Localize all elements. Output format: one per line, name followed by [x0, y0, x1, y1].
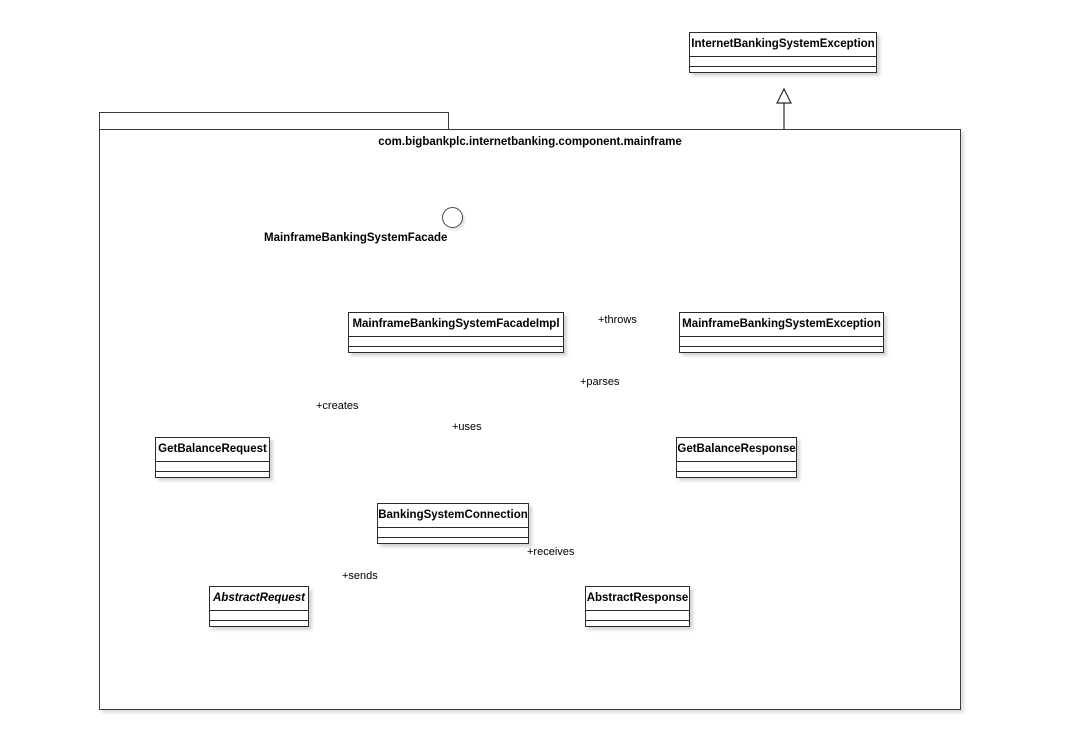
class-box-abstract-response[interactable]: AbstractResponse [585, 586, 690, 627]
class-operations-compartment [677, 472, 796, 481]
class-attributes-compartment [378, 528, 528, 538]
class-box-get-balance-request[interactable]: GetBalanceRequest [155, 437, 270, 478]
class-operations-compartment [690, 67, 876, 76]
class-box-mainframe-banking-system-exception[interactable]: MainframeBankingSystemException [679, 312, 884, 353]
class-attributes-compartment [156, 462, 269, 472]
class-name-get-balance-request: GetBalanceRequest [156, 438, 269, 462]
edge-label-uses: +uses [452, 421, 482, 433]
class-name-get-balance-response: GetBalanceResponse [677, 438, 796, 462]
class-attributes-compartment [349, 337, 563, 347]
edge-label-creates: +creates [316, 400, 359, 412]
class-attributes-compartment [690, 57, 876, 67]
edge-label-receives: +receives [527, 546, 575, 558]
class-attributes-compartment [210, 611, 308, 621]
edge-label-throws: +throws [598, 314, 637, 326]
package-label: com.bigbankplc.internetbanking.component… [378, 136, 682, 148]
class-attributes-compartment [586, 611, 689, 621]
class-name-mainframe-banking-system-facade-impl: MainframeBankingSystemFacadeImpl [349, 313, 563, 337]
class-box-banking-system-connection[interactable]: BankingSystemConnection [377, 503, 529, 544]
class-operations-compartment [378, 538, 528, 547]
class-operations-compartment [586, 621, 689, 630]
class-operations-compartment [156, 472, 269, 481]
class-box-abstract-request[interactable]: AbstractRequest [209, 586, 309, 627]
interface-label-mainframe-banking-system-facade: MainframeBankingSystemFacade [264, 232, 448, 244]
edge-label-sends: +sends [342, 570, 378, 582]
class-name-abstract-response: AbstractResponse [586, 587, 689, 611]
class-operations-compartment [210, 621, 308, 630]
interface-lollipop-mainframe-banking-system-facade[interactable] [442, 207, 463, 228]
class-box-internet-banking-system-exception[interactable]: InternetBankingSystemException [689, 32, 877, 73]
class-attributes-compartment [680, 337, 883, 347]
class-name-internet-banking-system-exception: InternetBankingSystemException [690, 33, 876, 57]
class-operations-compartment [349, 347, 563, 356]
class-name-banking-system-connection: BankingSystemConnection [378, 504, 528, 528]
edge-label-parses: +parses [580, 376, 620, 388]
class-box-get-balance-response[interactable]: GetBalanceResponse [676, 437, 797, 478]
class-attributes-compartment [677, 462, 796, 472]
class-name-abstract-request: AbstractRequest [210, 587, 308, 611]
class-box-mainframe-banking-system-facade-impl[interactable]: MainframeBankingSystemFacadeImpl [348, 312, 564, 353]
class-name-mainframe-banking-system-exception: MainframeBankingSystemException [680, 313, 883, 337]
class-operations-compartment [680, 347, 883, 356]
package-tab [99, 112, 449, 130]
